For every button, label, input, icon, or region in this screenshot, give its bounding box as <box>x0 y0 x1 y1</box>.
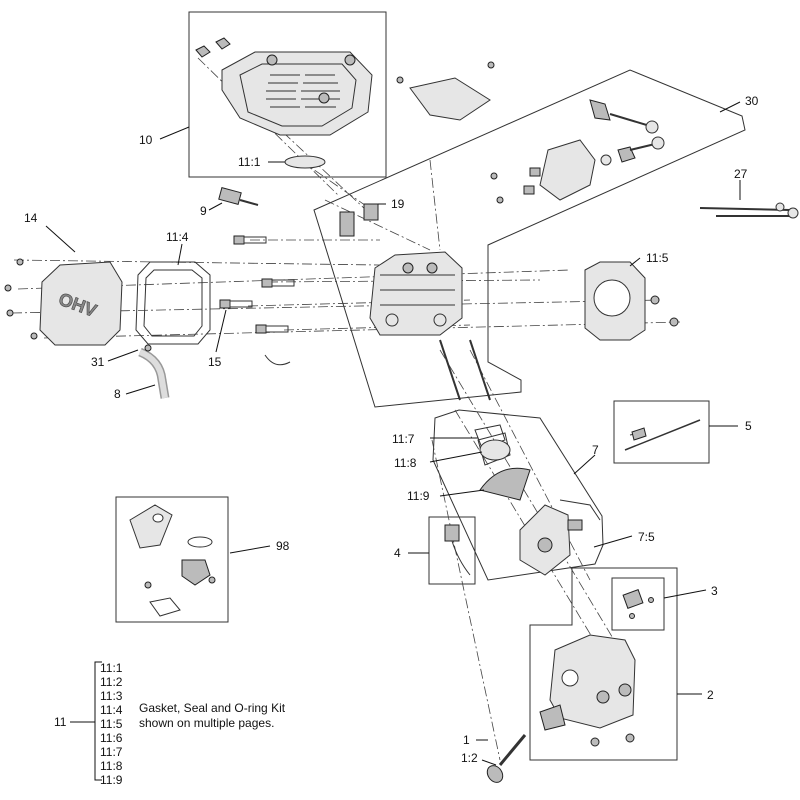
callout-98: 98 <box>276 539 290 553</box>
cylinder-head <box>339 203 491 401</box>
callout-30: 30 <box>745 94 759 108</box>
key-part <box>486 734 527 783</box>
kit-note-line-1: Gasket, Seal and O-ring Kit <box>139 701 286 715</box>
kit-98-parts <box>129 504 216 617</box>
breather-tube <box>138 344 170 399</box>
callout-11-7: 11:7 <box>392 432 415 446</box>
kit-item: 11:7 <box>100 745 123 759</box>
callout-14: 14 <box>24 211 38 225</box>
frame-shroud <box>188 11 387 178</box>
frame-switch-3 <box>611 577 665 631</box>
callout-11-9: 11:9 <box>407 489 430 503</box>
callout-2: 2 <box>707 688 714 702</box>
callout-1: 1 <box>463 733 470 747</box>
kit-item: 11:5 <box>100 717 123 731</box>
linkage-5-part <box>624 419 701 451</box>
shield-2-part <box>539 634 636 747</box>
kit-item: 11:4 <box>100 703 123 717</box>
kit-item: 11:8 <box>100 759 123 773</box>
callout-7-5: 7:5 <box>638 530 655 544</box>
kit-legend: 11 11:1 11:2 11:3 11:4 11:5 11:6 11:7 11… <box>54 661 286 787</box>
callout-11-5: 11:5 <box>646 251 669 265</box>
frame-linkage-5 <box>613 400 710 464</box>
head-bolts <box>218 187 295 366</box>
carburetor-assembly <box>474 424 601 576</box>
switch-3-part <box>622 589 654 619</box>
valve-train-parts <box>396 61 665 204</box>
callout-11-4: 11:4 <box>166 230 189 244</box>
callout-4: 4 <box>394 546 401 560</box>
shroud-part <box>195 37 373 169</box>
callout-3: 3 <box>711 584 718 598</box>
kit-item: 11:1 <box>100 661 123 675</box>
push-rods <box>699 202 799 219</box>
callout-11-8: 11:8 <box>394 456 417 470</box>
callout-15: 15 <box>208 355 222 369</box>
valve-cover: OHV <box>4 258 123 346</box>
callout-19: 19 <box>391 197 405 211</box>
callout-labels: 10 11:1 9 19 30 27 14 11:4 11:5 31 15 8 … <box>24 94 759 765</box>
kit-item: 11:6 <box>100 731 123 745</box>
leader-lines <box>45 101 741 766</box>
frame-cylinder-head <box>313 69 746 408</box>
kit-item: 11:2 <box>100 675 123 689</box>
frame-shield-2 <box>529 567 678 761</box>
frame-carburetor <box>432 409 604 581</box>
frame-kit-98 <box>115 496 229 623</box>
callout-9: 9 <box>200 204 207 218</box>
callout-7: 7 <box>592 443 599 457</box>
callout-10: 10 <box>139 133 153 147</box>
wire-4-part <box>444 524 471 576</box>
kit-note-line-2: shown on multiple pages. <box>139 716 274 730</box>
kit-item: 11:3 <box>100 689 123 703</box>
callout-5: 5 <box>745 419 752 433</box>
callout-11-1: 11:1 <box>238 155 261 169</box>
callout-31: 31 <box>91 355 105 369</box>
frame-wire-4 <box>428 516 476 585</box>
callout-1-2: 1:2 <box>461 751 478 765</box>
callout-27: 27 <box>734 167 748 181</box>
cover-gasket <box>135 261 211 345</box>
kit-item: 11:9 <box>100 773 123 787</box>
head-gasket <box>584 261 679 341</box>
kit-number: 11 <box>54 715 67 729</box>
callout-8: 8 <box>114 387 121 401</box>
